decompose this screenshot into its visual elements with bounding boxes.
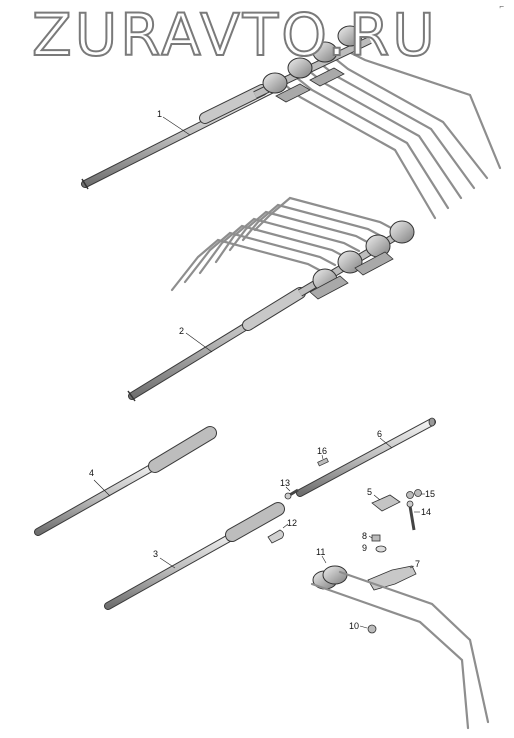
part-15-nuts: 15 — [406, 489, 435, 499]
callout-10: 10 — [349, 621, 359, 631]
part-14-bolt: 14 — [406, 500, 431, 531]
callout-1: 1 — [157, 109, 162, 119]
callout-11: 11 — [316, 547, 325, 557]
part-7-plate: 7 — [367, 559, 420, 591]
callout-13: 13 — [280, 478, 290, 488]
corner-mark: ⌐ — [499, 2, 504, 11]
part-9-washer: 9 — [362, 543, 387, 553]
callout-12: 12 — [287, 518, 297, 528]
callout-16: 16 — [317, 446, 327, 456]
callout-4: 4 — [89, 468, 94, 478]
callout-7: 7 — [415, 559, 420, 569]
part-2-shaft-assembly: 2 — [127, 196, 415, 402]
part-10-nut: 10 — [349, 621, 377, 634]
part-1-tines — [283, 48, 502, 220]
callout-8: 8 — [362, 531, 367, 541]
callout-5: 5 — [367, 487, 372, 497]
callout-14: 14 — [421, 507, 431, 517]
part-3-shaft: 3 — [104, 502, 285, 610]
part-4-shaft: 4 — [34, 426, 217, 536]
part-11-spring-tine: 11 — [310, 547, 490, 730]
part-16-key: 16 — [317, 446, 329, 467]
part-1-shaft-assembly: 1 — [81, 25, 502, 220]
part-2-tines — [170, 196, 397, 292]
callout-6: 6 — [377, 429, 382, 439]
callout-3: 3 — [153, 549, 158, 559]
callout-9: 9 — [362, 543, 367, 553]
callout-2: 2 — [179, 326, 184, 336]
site-watermark: ZURAVTO.RU — [31, 1, 438, 69]
part-12-clip: 12 — [267, 518, 297, 544]
part-13-bolt: 13 — [280, 478, 299, 500]
part-6-shaft: 6 — [296, 417, 436, 497]
part-5-bracket: 5 — [367, 487, 401, 512]
part-1-hubs — [262, 25, 363, 94]
part-8-nut: 8 — [362, 531, 381, 542]
callout-15: 15 — [425, 489, 435, 499]
part-2-hubs — [312, 220, 415, 292]
